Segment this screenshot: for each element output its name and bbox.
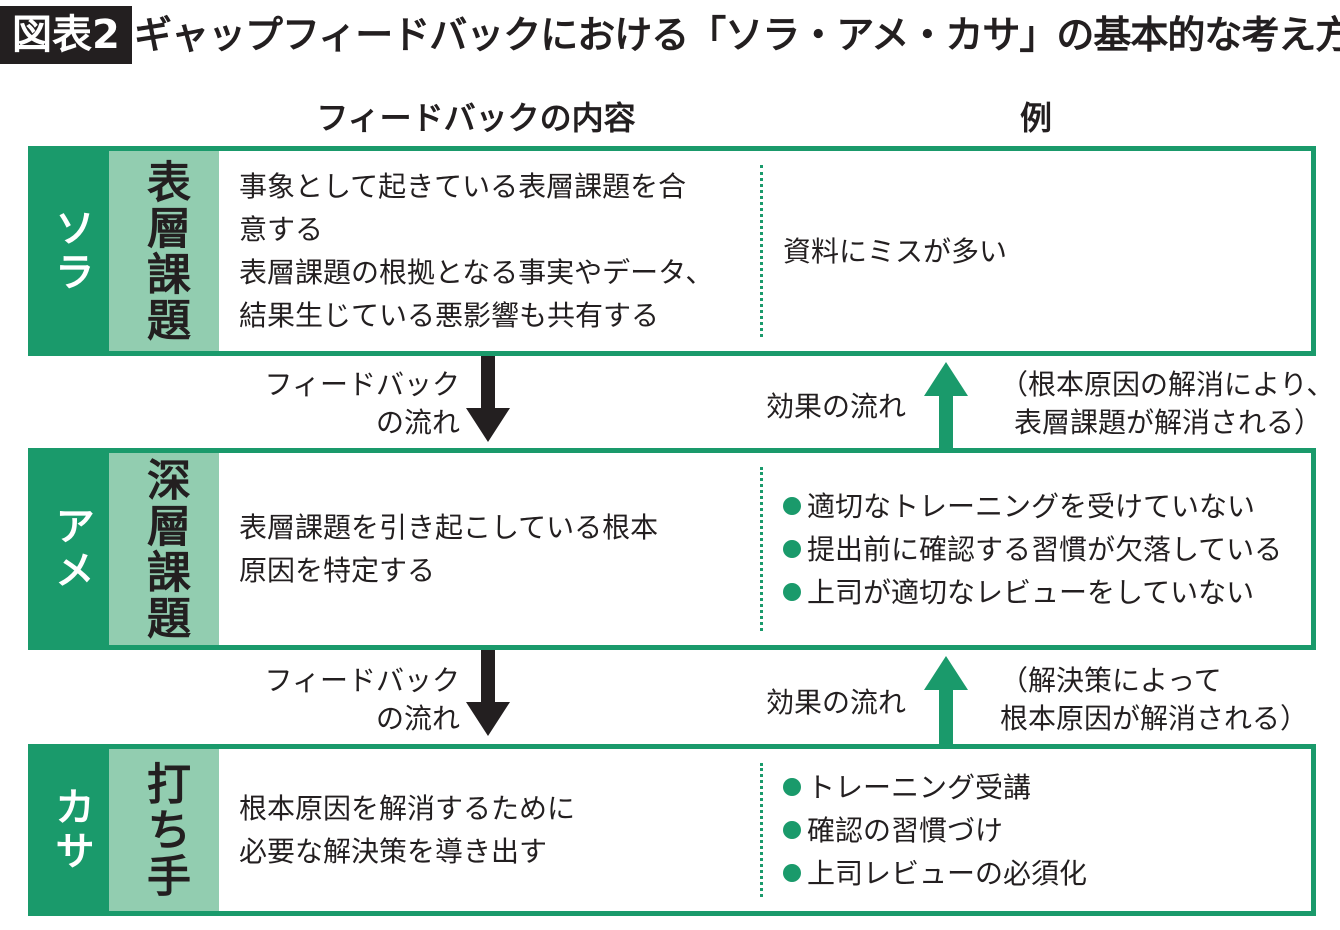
content-line: 必要な解決策を導き出す xyxy=(239,835,548,868)
down-arrow-icon xyxy=(466,356,510,442)
feedback-flow-line: フィードバック xyxy=(264,368,460,401)
effect-note-line: 表層課題が解消される） xyxy=(1014,406,1323,439)
column-header-content: フィードバックの内容 xyxy=(316,99,636,137)
row-content: 根本原因を解消するために 必要な解決策を導き出す xyxy=(239,749,739,911)
example-line: 資料にミスが多い xyxy=(783,234,1008,268)
feedback-flow-label: フィードバック の流れ xyxy=(200,662,460,738)
content-line: 事象として起きている表層課題を合 xyxy=(239,170,687,203)
bullet-dot-icon xyxy=(783,778,801,796)
dotted-divider xyxy=(760,467,763,631)
row-inner-label: 深層課題 xyxy=(109,453,219,645)
effect-flow-label: 効果の流れ xyxy=(766,390,907,423)
up-arrow-icon xyxy=(924,362,968,454)
bullet-dot-icon xyxy=(783,864,801,882)
effect-note-line: （解決策によって xyxy=(1000,664,1222,697)
example-text: 確認の習慣づけ xyxy=(807,813,1004,847)
figure-label: 図表2 xyxy=(0,6,132,64)
feedback-flow-line: の流れ xyxy=(375,406,460,439)
bullet-dot-icon xyxy=(783,583,801,601)
example-text: 適切なトレーニングを受けていない xyxy=(807,489,1256,523)
figure-title: ギャップフィードバックにおける「ソラ・アメ・カサ」の基本的な考え方 xyxy=(134,13,1340,57)
example-text: トレーニング受講 xyxy=(807,770,1032,804)
row-inner-label: 打ち手 xyxy=(109,749,219,911)
bullet-dot-icon xyxy=(783,821,801,839)
example-bullet: 適切なトレーニングを受けていない xyxy=(783,485,1301,528)
content-line: 表層課題の根拠となる事実やデータ、 xyxy=(239,256,714,289)
row-outer-label: アメ xyxy=(33,453,109,645)
example-bullet: 確認の習慣づけ xyxy=(783,809,1301,852)
effect-flow-label: 効果の流れ xyxy=(766,686,907,719)
row-content: 表層課題を引き起こしている根本 原因を特定する xyxy=(239,453,739,645)
feedback-flow-label: フィードバック の流れ xyxy=(200,366,460,442)
example-bullet: 上司が適切なレビューをしていない xyxy=(783,571,1301,614)
row-example: 適切なトレーニングを受けていない 提出前に確認する習慣が欠落している 上司が適切… xyxy=(783,453,1301,645)
row-example: トレーニング受講 確認の習慣づけ 上司レビューの必須化 xyxy=(783,749,1301,911)
feedback-flow-line: フィードバック xyxy=(264,664,460,697)
content-line: 原因を特定する xyxy=(239,554,436,587)
content-line: 結果生じている悪影響も共有する xyxy=(239,299,660,332)
row-outer-label: ソラ xyxy=(33,151,109,351)
row-kasa: カサ 打ち手 根本原因を解消するために 必要な解決策を導き出す トレーニング受講… xyxy=(28,744,1316,916)
feedback-flow-line: の流れ xyxy=(375,702,460,735)
dotted-divider xyxy=(760,165,763,337)
effect-note-line: （根本原因の解消により、 xyxy=(1000,368,1335,401)
effect-note-line: 根本原因が解消される） xyxy=(1000,702,1309,735)
content-line: 根本原因を解消するために xyxy=(239,792,576,825)
effect-note: （根本原因の解消により、 表層課題が解消される） xyxy=(1000,366,1334,442)
row-ame: アメ 深層課題 表層課題を引き起こしている根本 原因を特定する 適切なトレーニン… xyxy=(28,448,1316,650)
example-text: 提出前に確認する習慣が欠落している xyxy=(807,532,1283,566)
figure-header: 図表2 ギャップフィードバックにおける「ソラ・アメ・カサ」の基本的な考え方 xyxy=(0,0,1340,72)
dotted-divider xyxy=(760,763,763,897)
column-header-example: 例 xyxy=(1019,99,1052,137)
example-bullet: 提出前に確認する習慣が欠落している xyxy=(783,528,1301,571)
row-sora: ソラ 表層課題 事象として起きている表層課題を合 意する 表層課題の根拠となる事… xyxy=(28,146,1316,356)
example-text: 上司が適切なレビューをしていない xyxy=(807,575,1255,609)
row-content: 事象として起きている表層課題を合 意する 表層課題の根拠となる事実やデータ、 結… xyxy=(239,151,739,351)
row-example: 資料にミスが多い xyxy=(783,151,1301,351)
content-line: 表層課題を引き起こしている根本 xyxy=(239,511,659,544)
row-inner-label: 表層課題 xyxy=(109,151,219,351)
example-text: 上司レビューの必須化 xyxy=(807,856,1088,890)
up-arrow-icon xyxy=(924,656,968,748)
example-bullet: 上司レビューの必須化 xyxy=(783,852,1301,895)
row-outer-label: カサ xyxy=(33,749,109,911)
effect-note: （解決策によって 根本原因が解消される） xyxy=(1000,662,1308,738)
bullet-dot-icon xyxy=(783,497,801,515)
bullet-dot-icon xyxy=(783,540,801,558)
example-bullet: トレーニング受講 xyxy=(783,766,1301,809)
content-line: 意する xyxy=(239,213,324,246)
down-arrow-icon xyxy=(466,650,510,736)
